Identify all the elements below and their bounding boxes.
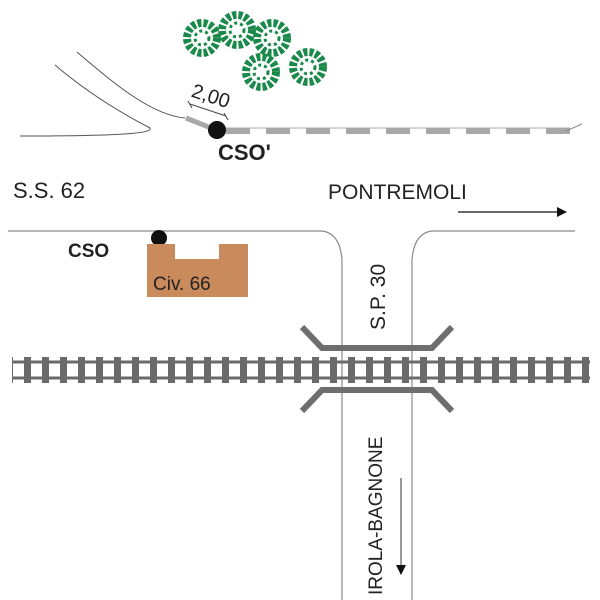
cso-prime-label: CSO' <box>218 140 271 165</box>
road-ss62-east-edge <box>411 230 575 600</box>
cso-prime-marker[interactable] <box>208 121 226 139</box>
trees <box>187 15 323 87</box>
stream-bank-upper <box>76 51 186 119</box>
tree-icon <box>293 52 323 82</box>
irola-bagnone-label: IROLA-BAGNONE <box>366 437 387 595</box>
dimension-label: 2,00 <box>189 80 233 113</box>
dimension-marker: 2,00 <box>187 80 233 121</box>
crossing-guard-south <box>299 387 455 414</box>
tree-icon <box>246 57 276 87</box>
building-civ66 <box>147 244 248 297</box>
crossing-guard-north <box>299 324 455 351</box>
tree-icon <box>222 15 252 45</box>
cso-marker[interactable] <box>151 230 167 246</box>
tree-icon <box>257 23 287 53</box>
building-label: Civ. 66 <box>153 274 211 295</box>
pontremoli-label: PONTREMOLI <box>328 181 467 204</box>
road-sp30-label: S.P. 30 <box>367 264 390 330</box>
road-ss62-west-edge <box>8 230 343 600</box>
tree-icon <box>187 23 217 53</box>
stream-bank-lower <box>19 64 151 137</box>
cso-label: CSO <box>68 241 109 262</box>
road-ss62-label: S.S. 62 <box>13 178 85 203</box>
railway <box>12 357 590 383</box>
